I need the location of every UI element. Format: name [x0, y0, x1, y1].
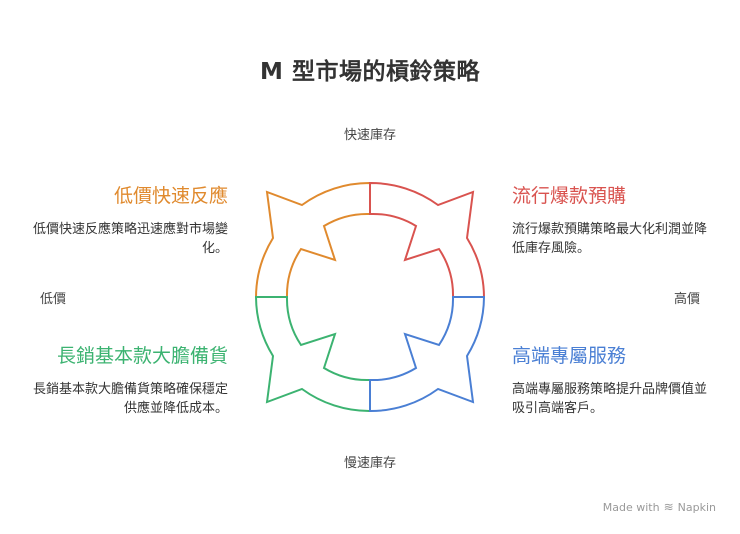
quadrant-title: 流行爆款預購	[512, 185, 627, 207]
quadrant-title: 高端專屬服務	[512, 345, 627, 367]
napkin-logo-icon: ≋	[663, 500, 674, 514]
axis-label-left: 低價	[40, 292, 67, 307]
axis-label-right: 高價	[673, 292, 700, 307]
quadrant-description: 長銷基本款大膽備貨策略確保穩定供應並降低成本。	[32, 382, 228, 416]
page-title: M 型市場的槓鈴策略	[260, 59, 480, 85]
made-with-text: Made with	[602, 500, 660, 514]
ring-segment-top-right	[369, 181, 486, 298]
quadrant-description: 低價快速反應策略迅速應對市場變化。	[32, 222, 228, 256]
quadrant-description: 高端專屬服務策略提升品牌價值並吸引高端客戶。	[512, 382, 708, 416]
quadrant-title: 低價快速反應	[113, 185, 228, 207]
quadrant-bottom-left: 長銷基本款大膽備貨 長銷基本款大膽備貨策略確保穩定供應並降低成本。	[30, 341, 228, 418]
footer-attribution: Made with ≋ Napkin	[603, 500, 716, 514]
brand-text: Napkin	[677, 500, 716, 514]
ring-segment-bottom-right	[369, 296, 486, 413]
axis-label-bottom: 慢速庫存	[343, 456, 396, 471]
quadrant-top-left: 低價快速反應 低價快速反應策略迅速應對市場變化。	[30, 181, 228, 258]
quadrant-top-right: 流行爆款預購 流行爆款預購策略最大化利潤並降低庫存風險。	[512, 181, 710, 258]
quadrant-title: 長銷基本款大膽備貨	[56, 345, 228, 367]
quadrant-bottom-right: 高端專屬服務 高端專屬服務策略提升品牌價值並吸引高端客戶。	[512, 341, 710, 418]
quadrant-description: 流行爆款預購策略最大化利潤並降低庫存風險。	[512, 222, 708, 256]
axis-label-top: 快速庫存	[343, 128, 396, 143]
ring-segment-bottom-left	[254, 296, 371, 413]
ring-segment-top-left	[254, 181, 371, 298]
